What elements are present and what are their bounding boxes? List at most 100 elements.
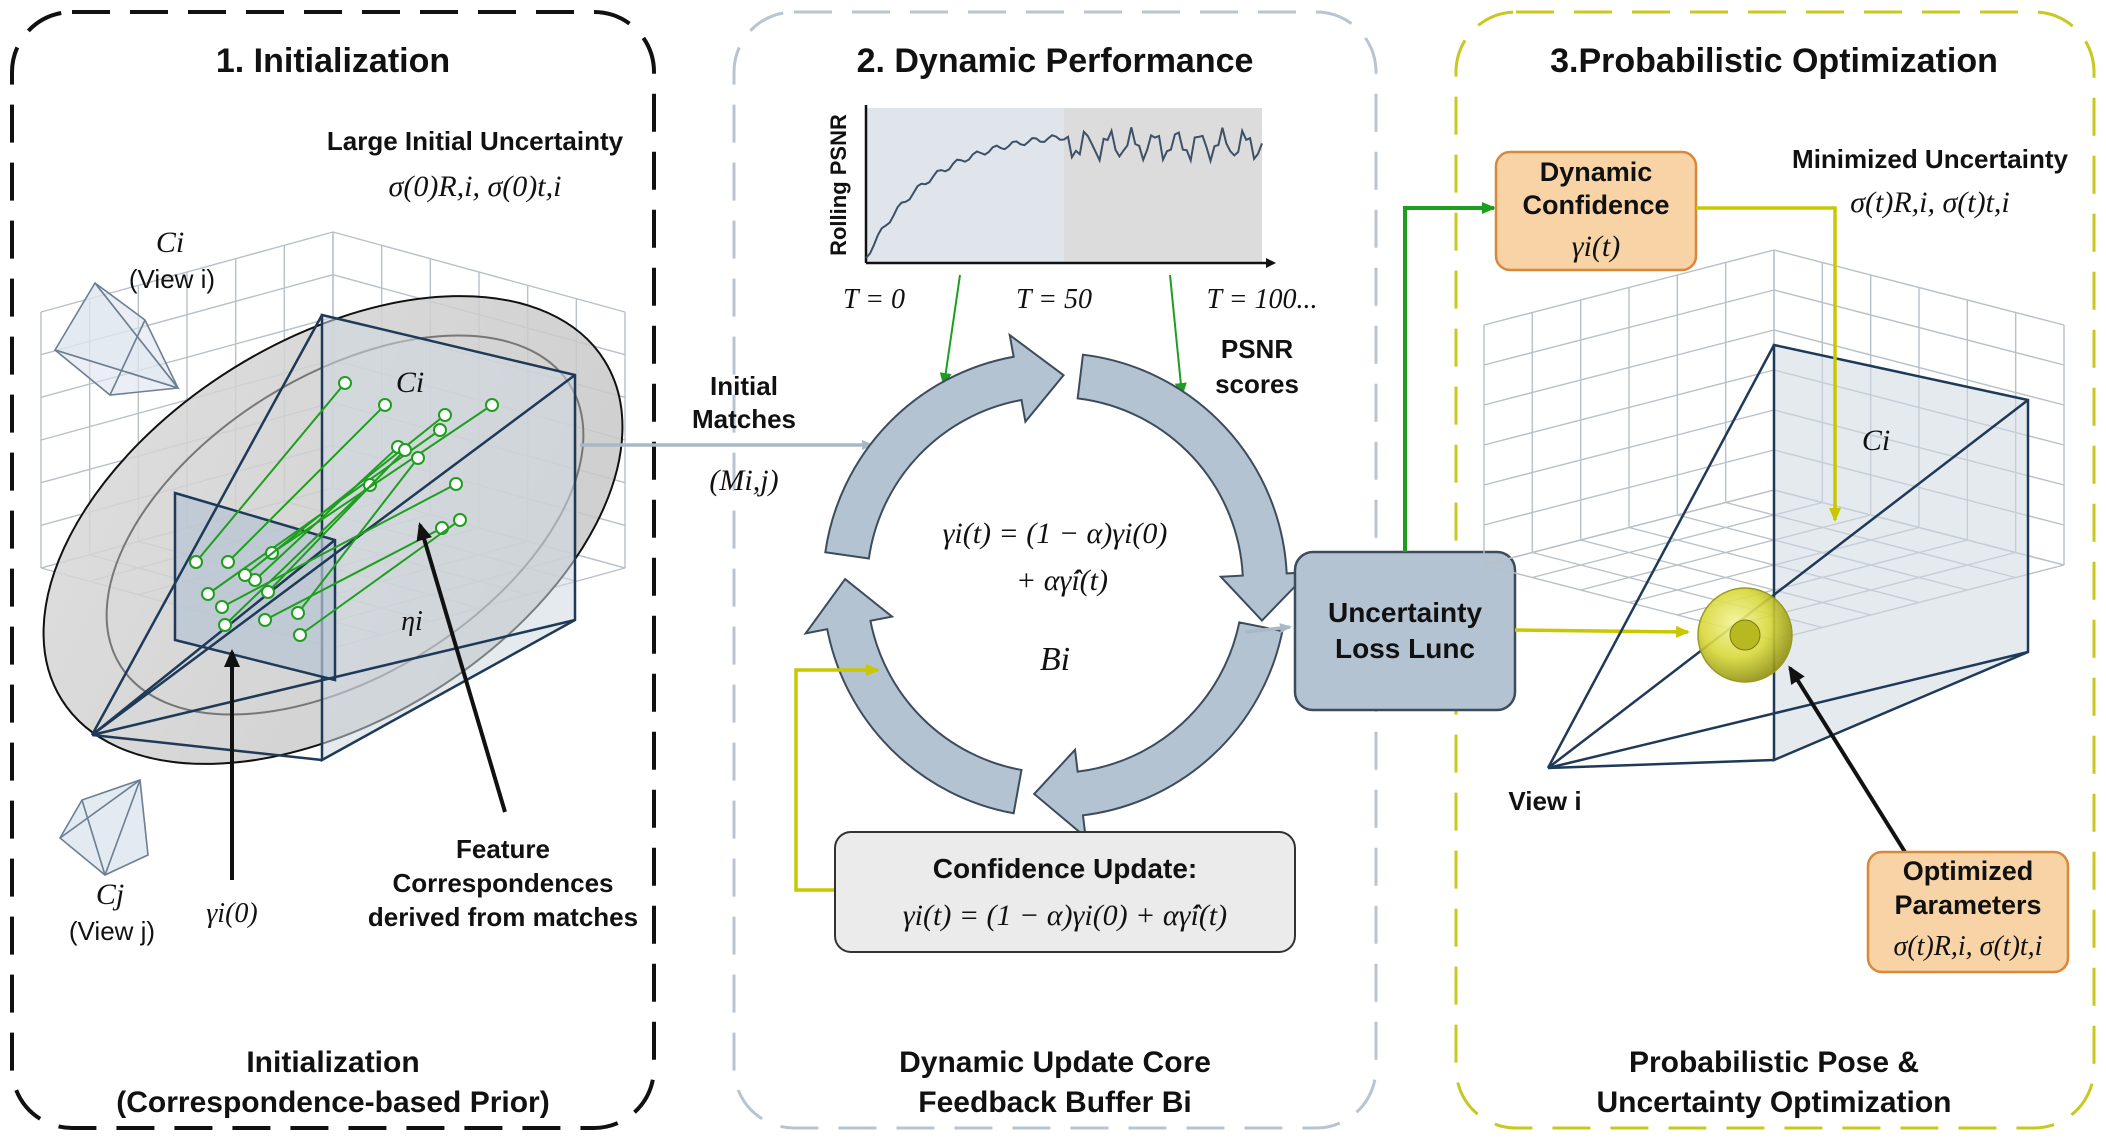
uncertainty-math: σ(0)R,i, σ(0)t,i	[389, 170, 562, 203]
cam-i-symbol: Ci	[156, 226, 184, 259]
feature-point	[449, 477, 463, 491]
dyn-conf-line-1: Dynamic	[1540, 157, 1653, 187]
feature-point	[189, 555, 203, 569]
correspondence-line	[264, 527, 443, 621]
tick-label-50: T = 50	[1016, 284, 1092, 315]
chart-bg-right	[1064, 108, 1262, 263]
grid-line	[1483, 449, 1775, 526]
panel2-title: 2. Dynamic Performance	[857, 42, 1254, 80]
cam-j-view: (View j)	[69, 916, 155, 946]
panel3-caption-line-2: Uncertainty Optimization	[1596, 1086, 1951, 1119]
feature-point	[433, 423, 447, 437]
loss-to-sphere-arrow	[1514, 625, 1690, 638]
feature-point	[293, 628, 307, 642]
loss-label-line-2: Loss Lunc	[1335, 633, 1475, 664]
cycle-arrow	[1032, 621, 1284, 840]
min-unc-label: Minimized Uncertainty	[1792, 144, 2068, 174]
initial-matches-line-1: Initial	[710, 371, 778, 401]
cycle-to-loss-arrow	[1244, 623, 1292, 634]
panel1-caption-line-1: Initialization	[246, 1046, 419, 1079]
initial-matches-line-2: Matches	[692, 404, 796, 434]
opt-param-math: σ(t)R,i, σ(t)t,i	[1894, 931, 2043, 962]
grid-line	[332, 231, 626, 313]
cycle-arrow	[803, 577, 1023, 815]
cam-j-symbol: Cj	[96, 878, 124, 911]
panel3-title: 3.Probabilistic Optimization	[1550, 42, 1998, 80]
panel1-caption: Initialization (Correspondence-based Pri…	[116, 1046, 549, 1119]
correspondence-line	[244, 414, 446, 576]
feature-point	[485, 398, 499, 412]
correspondence-line	[297, 457, 419, 614]
feature-label: Feature Correspondences derived from mat…	[368, 834, 638, 932]
correspondence-line	[254, 446, 399, 581]
update-cycle	[803, 332, 1312, 840]
dyn-conf-math: γi(t)	[1572, 230, 1620, 263]
dyn-conf-line-2: Confidence	[1522, 190, 1669, 220]
correspondence-line	[227, 404, 386, 563]
opt-param-line-1: Optimized	[1903, 856, 2034, 886]
loss-label-line-1: Uncertainty	[1328, 597, 1482, 628]
initial-matches-math: (Mi,j)	[709, 464, 778, 497]
panel2-caption: Dynamic Update Core Feedback Buffer Bi	[899, 1046, 1211, 1119]
correspondence-line	[267, 449, 406, 593]
buffer-symbol: Bi	[1040, 641, 1070, 678]
gamma-symbol: γi(0)	[206, 898, 257, 929]
correspondence-line	[221, 483, 457, 608]
feature-point	[261, 585, 275, 599]
cam-i-inner-symbol: Ci	[396, 366, 424, 399]
feature-label-line-1: Feature	[456, 834, 550, 864]
camera-frustum-opt	[1546, 343, 2030, 770]
feature-point	[398, 443, 412, 457]
panel3-caption-line-1: Probabilistic Pose &	[1629, 1046, 1919, 1079]
cycle-eq-line-2: + αγ̂i(t)	[1016, 564, 1108, 597]
optimized-params-box	[1866, 850, 2070, 974]
confidence-update-box	[834, 831, 1296, 953]
panel1-caption-line-2: (Correspondence-based Prior)	[116, 1086, 549, 1119]
tick-label-0: T = 0	[843, 284, 905, 315]
min-unc-math: σ(t)R,i, σ(t)t,i	[1850, 186, 2010, 219]
grid-line	[1773, 329, 2065, 406]
feature-point	[438, 408, 452, 422]
grid-line	[1483, 409, 1775, 486]
correspondence-line	[271, 404, 493, 554]
psnr-scores-label: PSNR scores	[1215, 334, 1299, 399]
chart-x-arrowhead	[1266, 258, 1276, 268]
cycle-arrow	[824, 332, 1065, 560]
grid-line	[1773, 249, 2065, 326]
grid-line	[40, 316, 334, 399]
correspondence-line	[195, 382, 346, 563]
feature-correspondences	[189, 376, 499, 642]
opt-param-line-2: Parameters	[1894, 890, 2041, 920]
panel3-caption: Probabilistic Pose & Uncertainty Optimiz…	[1596, 1046, 1951, 1119]
confidence-to-frustum-arrow	[1696, 206, 1841, 522]
feature-point	[258, 613, 272, 627]
cam-i-view: (View i)	[129, 264, 215, 294]
chart-to-cycle-arrow-2	[1169, 274, 1187, 397]
feature-label-line-3: derived from matches	[368, 902, 638, 932]
feature-point	[218, 618, 232, 632]
feature-point	[291, 606, 305, 620]
cycle-eq-line-1: γi(t) = (1 − α)γi(0)	[943, 517, 1168, 550]
correspondence-line	[299, 519, 461, 636]
feature-point	[215, 600, 229, 614]
loss-to-confidence-arrow	[1403, 202, 1496, 552]
feature-point	[221, 555, 235, 569]
eta-symbol: ηi	[401, 606, 423, 637]
feature-point	[238, 568, 252, 582]
grid-line	[1773, 289, 2065, 366]
feature-point	[411, 451, 425, 465]
feature-point	[201, 587, 215, 601]
panel1-title: 1. Initialization	[216, 42, 450, 80]
sphere-core	[1729, 619, 1761, 651]
correspondence-line	[224, 484, 371, 626]
chart-bg-left	[866, 108, 1064, 263]
panel2-caption-line-1: Dynamic Update Core	[899, 1046, 1211, 1079]
confidence-feedback-arrow	[794, 664, 880, 892]
camera-j-icon	[58, 778, 149, 876]
camera-i-icon	[53, 281, 181, 396]
psnr-chart: Rolling PSNR	[826, 105, 1276, 268]
confidence-title: Confidence Update:	[933, 853, 1197, 884]
psnr-scores-line-1: PSNR	[1221, 334, 1293, 364]
grid-line	[1483, 249, 1775, 326]
